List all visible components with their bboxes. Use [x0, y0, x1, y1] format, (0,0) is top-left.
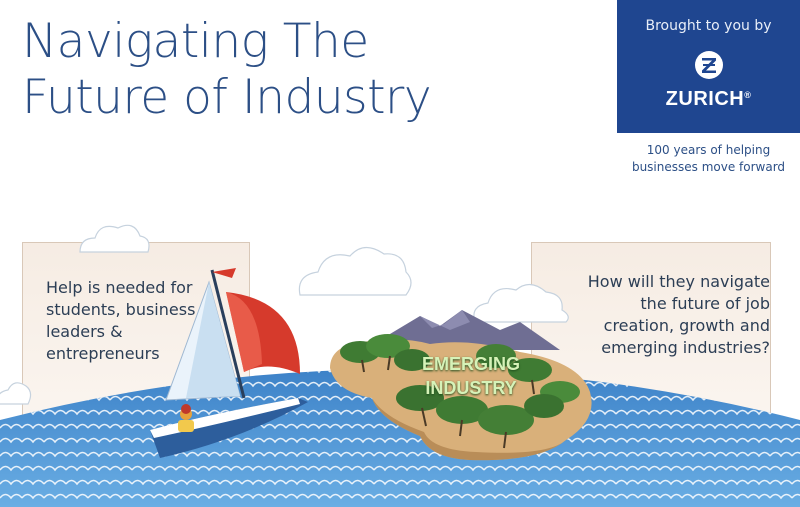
right-panel-line: the future of job — [640, 294, 770, 313]
trees-icon — [340, 334, 580, 449]
island-label-line-2: INDUSTRY — [425, 378, 517, 398]
sea-waves — [0, 369, 800, 507]
zurich-z-logo-icon — [695, 51, 723, 79]
cloud-right-icon — [473, 283, 569, 323]
right-panel-line: creation, growth and — [603, 316, 770, 335]
page-title: Navigating The Future of Industry — [22, 14, 432, 126]
registered-mark: ® — [744, 90, 752, 100]
left-panel-line: leaders & — [46, 322, 123, 341]
right-panel-text: How will they navigate the future of job… — [540, 271, 770, 359]
title-line-2: Future of Industry — [22, 70, 432, 125]
left-panel-line: students, business — [46, 300, 196, 319]
tagline-line-2: businesses move forward — [631, 160, 786, 174]
sponsor-tagline: 100 years of helping businesses move for… — [617, 142, 800, 176]
brand-name: ZURICH® — [617, 88, 800, 111]
cloud-left-icon — [79, 224, 150, 253]
left-panel-text: Help is needed for students, business le… — [46, 277, 226, 365]
sponsor-banner[interactable]: Brought to you by ZURICH® — [617, 0, 800, 133]
sailboat-icon — [150, 268, 308, 458]
cloud-small-left-icon — [0, 382, 32, 405]
brought-to-you-by-text: Brought to you by — [645, 18, 772, 34]
right-panel-line: emerging industries? — [601, 338, 770, 357]
left-panel-line: Help is needed for — [46, 278, 193, 297]
left-panel-line: entrepreneurs — [46, 344, 160, 363]
tagline-line-1: 100 years of helping — [646, 143, 771, 157]
title-line-1: Navigating The — [22, 14, 369, 69]
mountains-icon — [380, 310, 560, 350]
island-label-line-1: EMERGING — [421, 354, 520, 374]
right-panel-line: How will they navigate — [587, 272, 770, 291]
brand-name-text: ZURICH — [665, 88, 745, 110]
cloud-center-icon — [298, 246, 412, 296]
emerging-industry-label: EMERGING INDUSTRY — [410, 352, 532, 400]
